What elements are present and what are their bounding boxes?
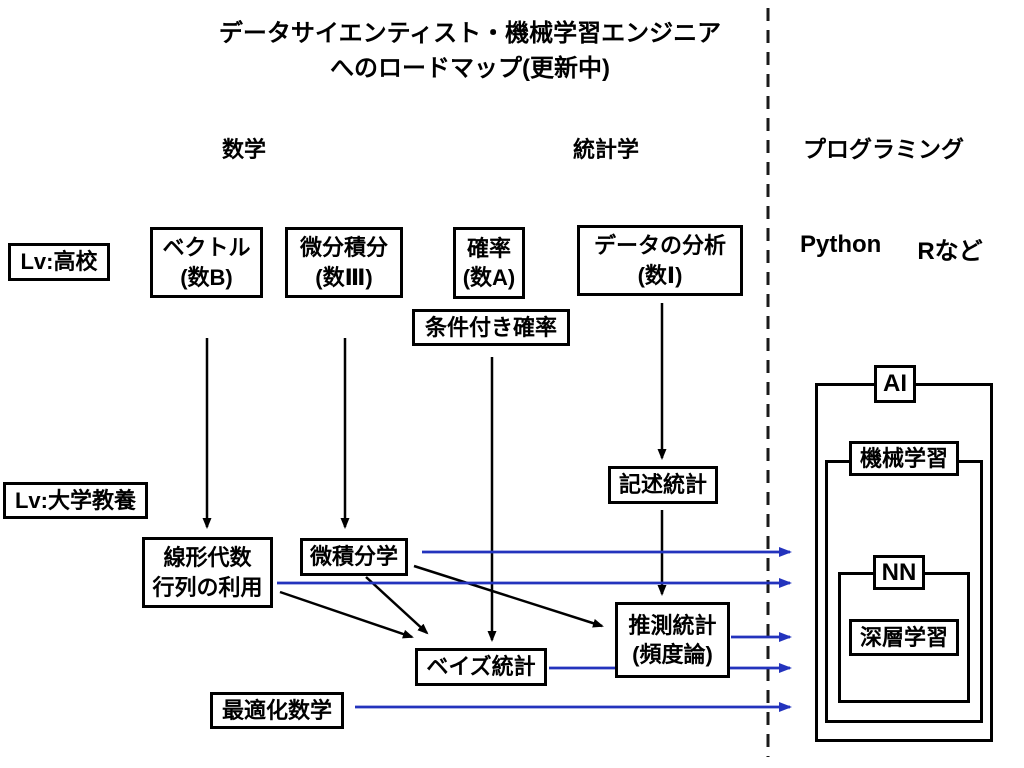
node-nn-text: NN (881, 558, 917, 586)
r-label: Rなど (917, 238, 983, 265)
page-title-line2: へのロードマップ(更新中) (330, 55, 610, 82)
node-calculus-university: 微積分学 (300, 538, 408, 576)
level-label-university-text: Lv:大学教養 (14, 487, 136, 513)
level-label-highschool: Lv:高校 (8, 243, 110, 281)
node-bayesian-statistics-text: ベイズ統計 (426, 654, 536, 680)
node-linear-algebra-title: 線形代数 (163, 545, 252, 571)
arrow-calculus-univ-to-bayesian (365, 576, 429, 635)
node-calculus-university-text: 微積分学 (309, 544, 398, 570)
node-optimization-math: 最適化数学 (210, 692, 344, 729)
node-linear-algebra-subtitle: 行列の利用 (152, 574, 263, 600)
node-conditional-probability-text: 条件付き確率 (424, 314, 557, 340)
node-descriptive-statistics: 記述統計 (608, 466, 718, 504)
node-descriptive-statistics-text: 記述統計 (618, 472, 707, 498)
node-calculus-highschool-subtitle: (数Ⅲ) (315, 264, 373, 290)
level-label-university: Lv:大学教養 (3, 482, 148, 519)
node-bayesian-statistics: ベイズ統計 (415, 648, 547, 686)
column-header-programming: プログラミング (803, 136, 964, 162)
node-ai-text: AI (883, 370, 907, 398)
node-optimization-math-text: 最適化数学 (221, 697, 332, 723)
programming-languages: Python Rなど (800, 231, 983, 266)
node-vector-title: ベクトル (162, 235, 251, 261)
arrow-linear-algebra-to-bayesian (279, 590, 414, 639)
node-machine-learning: 機械学習 (849, 441, 959, 476)
node-vector: ベクトル (数B) (150, 227, 263, 298)
node-probability-subtitle: (数A) (462, 265, 516, 290)
node-vector-subtitle: (数B) (180, 264, 233, 290)
node-data-analysis: データの分析 (数Ⅰ) (577, 225, 743, 296)
node-calculus-highschool-title: 微分積分 (299, 235, 388, 261)
node-linear-algebra: 線形代数 行列の利用 (142, 537, 273, 608)
node-ai: AI (874, 365, 916, 403)
node-probability: 確率 (数A) (453, 227, 525, 299)
node-inferential-statistics-subtitle: (頻度論) (632, 642, 713, 667)
column-header-math: 数学 (222, 137, 267, 162)
page-title: データサイエンティスト・機械学習エンジニア へのロードマップ(更新中) (150, 16, 790, 86)
node-inferential-statistics-title: 推測統計 (628, 612, 717, 638)
node-calculus-highschool: 微分積分 (数Ⅲ) (285, 227, 403, 298)
node-nn: NN (873, 555, 925, 590)
python-label: Python (800, 231, 882, 258)
node-data-analysis-title: データの分析 (593, 233, 726, 259)
node-data-analysis-subtitle: (数Ⅰ) (637, 262, 683, 288)
column-header-statistics: 統計学 (573, 137, 640, 162)
node-deep-learning-text: 深層学習 (859, 624, 948, 650)
node-probability-title: 確率 (466, 235, 511, 261)
node-deep-learning: 深層学習 (849, 619, 959, 656)
arrow-calculus-univ-to-inferential (413, 564, 604, 628)
node-inferential-statistics: 推測統計 (頻度論) (615, 602, 730, 678)
node-machine-learning-text: 機械学習 (859, 445, 948, 471)
page-title-line1: データサイエンティスト・機械学習エンジニア (218, 20, 722, 47)
level-label-highschool-text: Lv:高校 (20, 249, 98, 275)
node-conditional-probability: 条件付き確率 (412, 309, 570, 346)
